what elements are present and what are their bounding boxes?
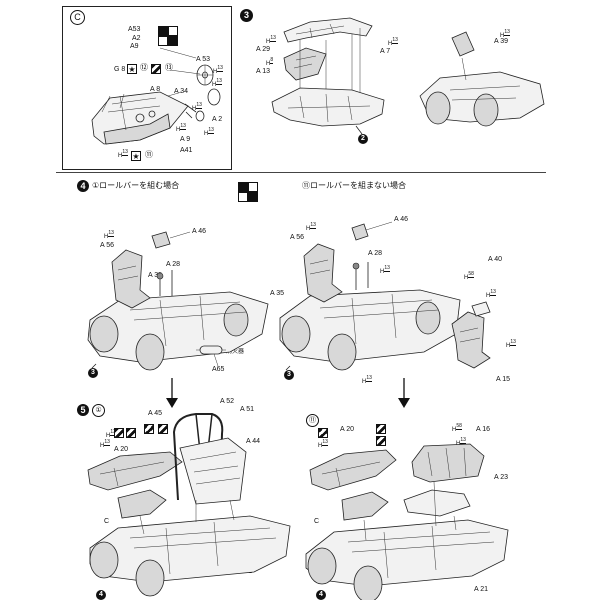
paint-chip-icon [158, 424, 168, 434]
step-4-number: 4 [77, 180, 89, 192]
label-a44: A 44 [246, 438, 261, 445]
step-5-right-ref-4: 4 [316, 590, 326, 600]
label-a23: A 23 [494, 474, 509, 481]
panel-c-box [62, 6, 232, 170]
label-c: C [104, 518, 110, 525]
label-a13: A 13 [256, 68, 271, 75]
label-a41: A41 [180, 147, 193, 154]
label-a2-top: A2 [132, 35, 141, 42]
label-c-right: C [314, 518, 320, 525]
paint-chip-c-top [158, 26, 178, 46]
step-3-ref-2: 2 [358, 134, 368, 144]
label-a35: A 35 [148, 272, 163, 279]
label-a20: A 20 [114, 446, 129, 453]
star-icon-2: ★ [131, 151, 141, 161]
label-a16: A 16 [476, 426, 491, 433]
label-a2: A 2 [212, 116, 223, 123]
step-4-left-caption: ①ロールバーを組む場合 [92, 181, 180, 190]
paint-chip-icon [376, 424, 386, 434]
label-a21-right: A 21 [474, 586, 489, 593]
label-a53b: A 53 [196, 56, 211, 63]
label-a52: A 52 [220, 398, 235, 405]
label-a46-right: A 46 [394, 216, 409, 223]
label-a28: A 28 [166, 261, 181, 268]
label-a9-top: A9 [130, 43, 139, 50]
step-4-left-ref-3: 3 [88, 368, 98, 378]
step-5-left-ref-4: 4 [96, 590, 106, 600]
label-a53: A53 [128, 26, 141, 33]
label-ref12: ⑫ [140, 63, 148, 72]
label-fire-extinguisher: 消火器 [226, 349, 245, 355]
label-a8: A 8 [150, 86, 161, 93]
panel-c-marker: C [70, 10, 85, 25]
label-a46: A 46 [192, 228, 207, 235]
step-5-number: 5 [77, 404, 89, 416]
label-a40: A 40 [488, 256, 503, 263]
label-a56: A 56 [100, 242, 115, 249]
label-a20-right: A 20 [340, 426, 355, 433]
paint-chip-icon [144, 424, 154, 434]
paint-chip-icon [151, 64, 161, 74]
label-a56-right: A 56 [290, 234, 305, 241]
label-a51: A 51 [240, 406, 255, 413]
paint-chip-icon [238, 182, 258, 202]
label-a9: A 9 [180, 136, 191, 143]
label-ref13: ⑬ [165, 63, 173, 72]
step-5-right-ref: ⑪ [306, 414, 319, 427]
label-a34: A 34 [174, 88, 189, 95]
label-a65: A65 [212, 366, 225, 373]
label-a28-right: A 28 [368, 250, 383, 257]
h-mark: H13 [106, 430, 116, 441]
star-icon: ★ [127, 64, 137, 74]
paint-chip-icon [114, 428, 124, 438]
divider [56, 172, 546, 173]
step-5-left-ref: ① [92, 404, 105, 417]
label-a39: A 39 [494, 38, 509, 45]
paint-chip-icon [376, 436, 386, 446]
paint-chip-icon [126, 428, 136, 438]
step-3-number: 3 [240, 9, 253, 22]
label-a29: A 29 [256, 46, 271, 53]
label-a15: A 15 [496, 376, 511, 383]
label-a45: A 45 [148, 410, 163, 417]
paint-chip-icon [318, 428, 328, 438]
label-g8: G 8 [114, 66, 126, 73]
step-4-right-caption: ⑪ロールバーを組まない場合 [302, 181, 406, 190]
step-4-right-ref-3: 3 [284, 370, 294, 380]
label-ref11: ⑪ [145, 150, 153, 159]
label-a35-right: A 35 [270, 290, 285, 297]
label-a7: A 7 [380, 48, 391, 55]
